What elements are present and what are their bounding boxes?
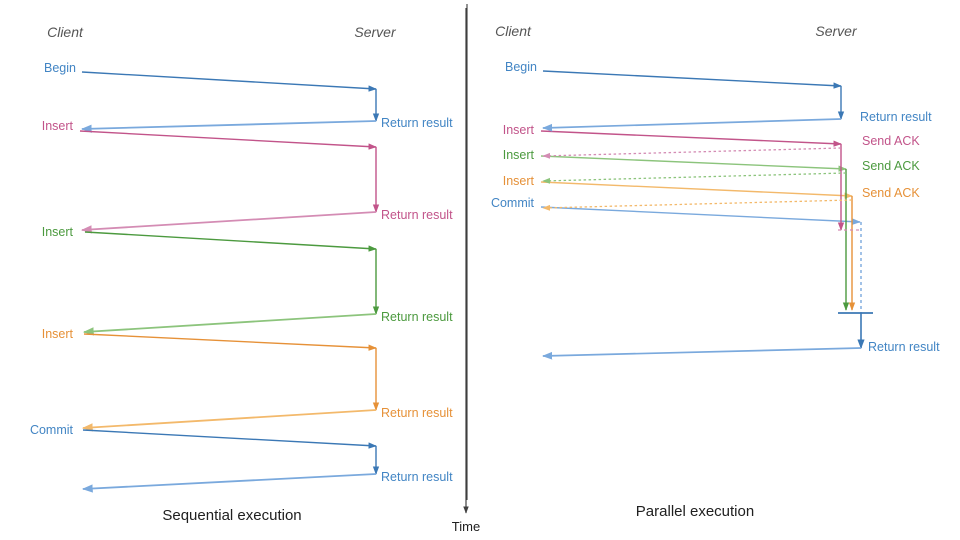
insert-3-transaction-response-arrow bbox=[81, 409, 377, 432]
parallel-message-label-6: Insert bbox=[503, 174, 535, 188]
sequential-message-label-8: Commit bbox=[30, 423, 74, 437]
sequential-message-label-4: Insert bbox=[42, 225, 74, 239]
sequential-client-lane-label: Client bbox=[47, 24, 84, 40]
parallel-message-label-0: Begin bbox=[505, 60, 537, 74]
sequential-server-lane-label: Server bbox=[354, 24, 397, 40]
parallel-message-label-7: Send ACK bbox=[862, 186, 920, 200]
sequential-message-label-2: Insert bbox=[42, 119, 74, 133]
insert-2-transaction-request-arrow bbox=[84, 231, 377, 252]
parallel-message-label-5: Send ACK bbox=[862, 159, 920, 173]
commit-transaction-response-arrow bbox=[81, 473, 377, 493]
begin-return-arrow bbox=[541, 118, 842, 132]
insert-2-request-arrow bbox=[540, 155, 847, 172]
insert-3-request-arrow bbox=[540, 181, 853, 199]
sequential-message-label-3: Return result bbox=[381, 208, 453, 222]
sequential-message-label-0: Begin bbox=[44, 61, 76, 75]
insert-1-transaction-response-arrow bbox=[80, 211, 377, 234]
insert-2-transaction-response-arrow bbox=[82, 313, 377, 336]
insert-1-request-arrow bbox=[540, 130, 842, 147]
time-axis-label: Time bbox=[452, 519, 480, 534]
parallel-client-lane-label: Client bbox=[495, 23, 532, 39]
begin-transaction-request-arrow bbox=[81, 71, 377, 92]
begin-request-arrow bbox=[542, 70, 842, 89]
sequential-message-label-9: Return result bbox=[381, 470, 453, 484]
commit-return-arrow bbox=[541, 347, 862, 360]
parallel-message-label-3: Send ACK bbox=[862, 134, 920, 148]
insert-2-ack-arrow bbox=[542, 172, 847, 184]
begin-transaction-response-arrow bbox=[80, 120, 377, 133]
insert-1-ack-arrow bbox=[542, 147, 842, 159]
insert-3-transaction-request-arrow bbox=[83, 333, 377, 351]
sequential-message-label-7: Return result bbox=[381, 406, 453, 420]
parallel-message-label-4: Insert bbox=[503, 148, 535, 162]
commit-transaction-request-arrow bbox=[82, 429, 377, 449]
commit-request-arrow bbox=[540, 206, 861, 225]
sequential-message-label-1: Return result bbox=[381, 116, 453, 130]
insert-1-transaction-request-arrow bbox=[79, 130, 377, 150]
parallel-message-label-8: Commit bbox=[491, 196, 535, 210]
parallel-server-lane-label: Server bbox=[815, 23, 858, 39]
sequential-message-label-6: Insert bbox=[42, 327, 74, 341]
parallel-caption: Parallel execution bbox=[636, 503, 754, 520]
insert-3-ack-arrow bbox=[542, 199, 853, 211]
parallel-message-label-2: Insert bbox=[503, 123, 535, 137]
parallel-message-label-1: Return result bbox=[860, 110, 932, 124]
parallel-message-label-9: Return result bbox=[868, 340, 940, 354]
sequential-caption: Sequential execution bbox=[162, 507, 301, 524]
sequential-message-label-5: Return result bbox=[381, 310, 453, 324]
